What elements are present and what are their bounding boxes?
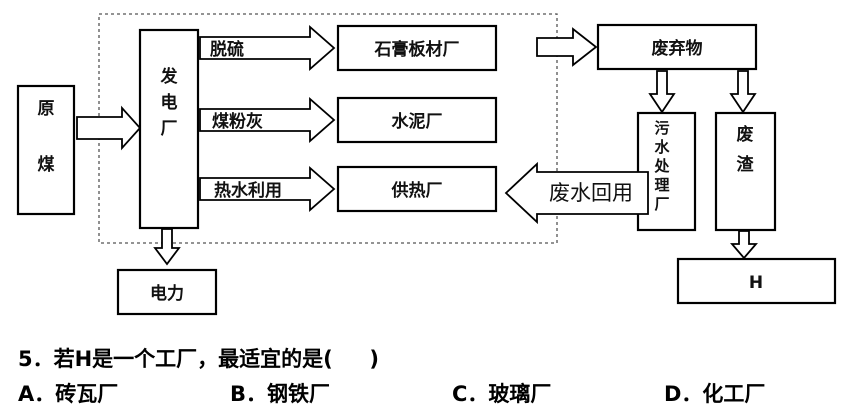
cement-plant-label: 水泥厂 — [392, 111, 443, 132]
arrow-fly-ash — [199, 97, 336, 143]
waste-label: 废弃物 — [652, 38, 703, 59]
sewage-label-4: 理 — [654, 176, 669, 194]
arrow-plant-to-electricity — [153, 228, 181, 266]
arrow-waste-to-slag — [729, 70, 757, 114]
arrow-wastewater-recycle — [504, 161, 649, 225]
slag-label-2: 渣 — [737, 154, 755, 175]
recycle-label: 废水回用 — [549, 181, 633, 205]
h-plant-box: H — [676, 257, 837, 305]
sewage-label-5: 厂 — [654, 195, 669, 213]
option-a: A．砖瓦厂 — [18, 382, 119, 406]
slag-box: 废 渣 — [714, 111, 777, 232]
hot-water-label: 热水利用 — [214, 180, 282, 201]
arrow-hot-water — [199, 166, 336, 212]
flowchart-canvas: 原 煤 发 电 厂 电力 脱硫 煤粉灰 热水利用 石膏板材厂 水泥厂 供热厂 — [16, 13, 837, 316]
gypsum-plant-box: 石膏板材厂 — [336, 24, 498, 72]
option-d: D．化工厂 — [664, 382, 766, 406]
arrow-slag-to-h — [730, 230, 758, 260]
raw-coal-label-2: 煤 — [38, 154, 55, 175]
arrow-desulfurization — [199, 25, 336, 71]
arrow-waste-to-sewage — [648, 70, 676, 114]
enclosure-dashed — [98, 13, 558, 244]
raw-coal-box: 原 煤 — [16, 84, 76, 216]
heating-plant-box: 供热厂 — [336, 165, 498, 213]
waste-box: 废弃物 — [596, 23, 758, 71]
gypsum-plant-label: 石膏板材厂 — [374, 39, 460, 60]
raw-coal-label-1: 原 — [38, 99, 55, 119]
desulfurization-label: 脱硫 — [210, 39, 244, 60]
power-plant-label-2: 电 — [161, 92, 178, 113]
electricity-label: 电力 — [150, 283, 184, 304]
electricity-box: 电力 — [116, 268, 218, 316]
cement-plant-box: 水泥厂 — [336, 96, 498, 144]
heating-plant-label: 供热厂 — [391, 180, 443, 201]
sewage-label-3: 处 — [653, 157, 670, 175]
arrow-coal-to-plant — [76, 105, 142, 151]
h-plant-label: H — [749, 273, 763, 293]
arrow-gypsum-to-waste — [536, 27, 598, 67]
slag-label-1: 废 — [737, 124, 754, 145]
power-plant-label-1: 发 — [160, 66, 179, 87]
sewage-label-1: 污 — [654, 119, 669, 137]
power-plant-label-3: 厂 — [161, 119, 178, 139]
option-b: B．钢铁厂 — [230, 382, 331, 406]
question-stem: 5．若H是一个工厂，最适宜的是( ) — [18, 347, 379, 371]
option-c: C．玻璃厂 — [452, 382, 552, 406]
sewage-label-2: 水 — [654, 138, 670, 156]
fly-ash-label: 煤粉灰 — [212, 111, 263, 132]
power-plant-box: 发 电 厂 — [138, 28, 200, 230]
